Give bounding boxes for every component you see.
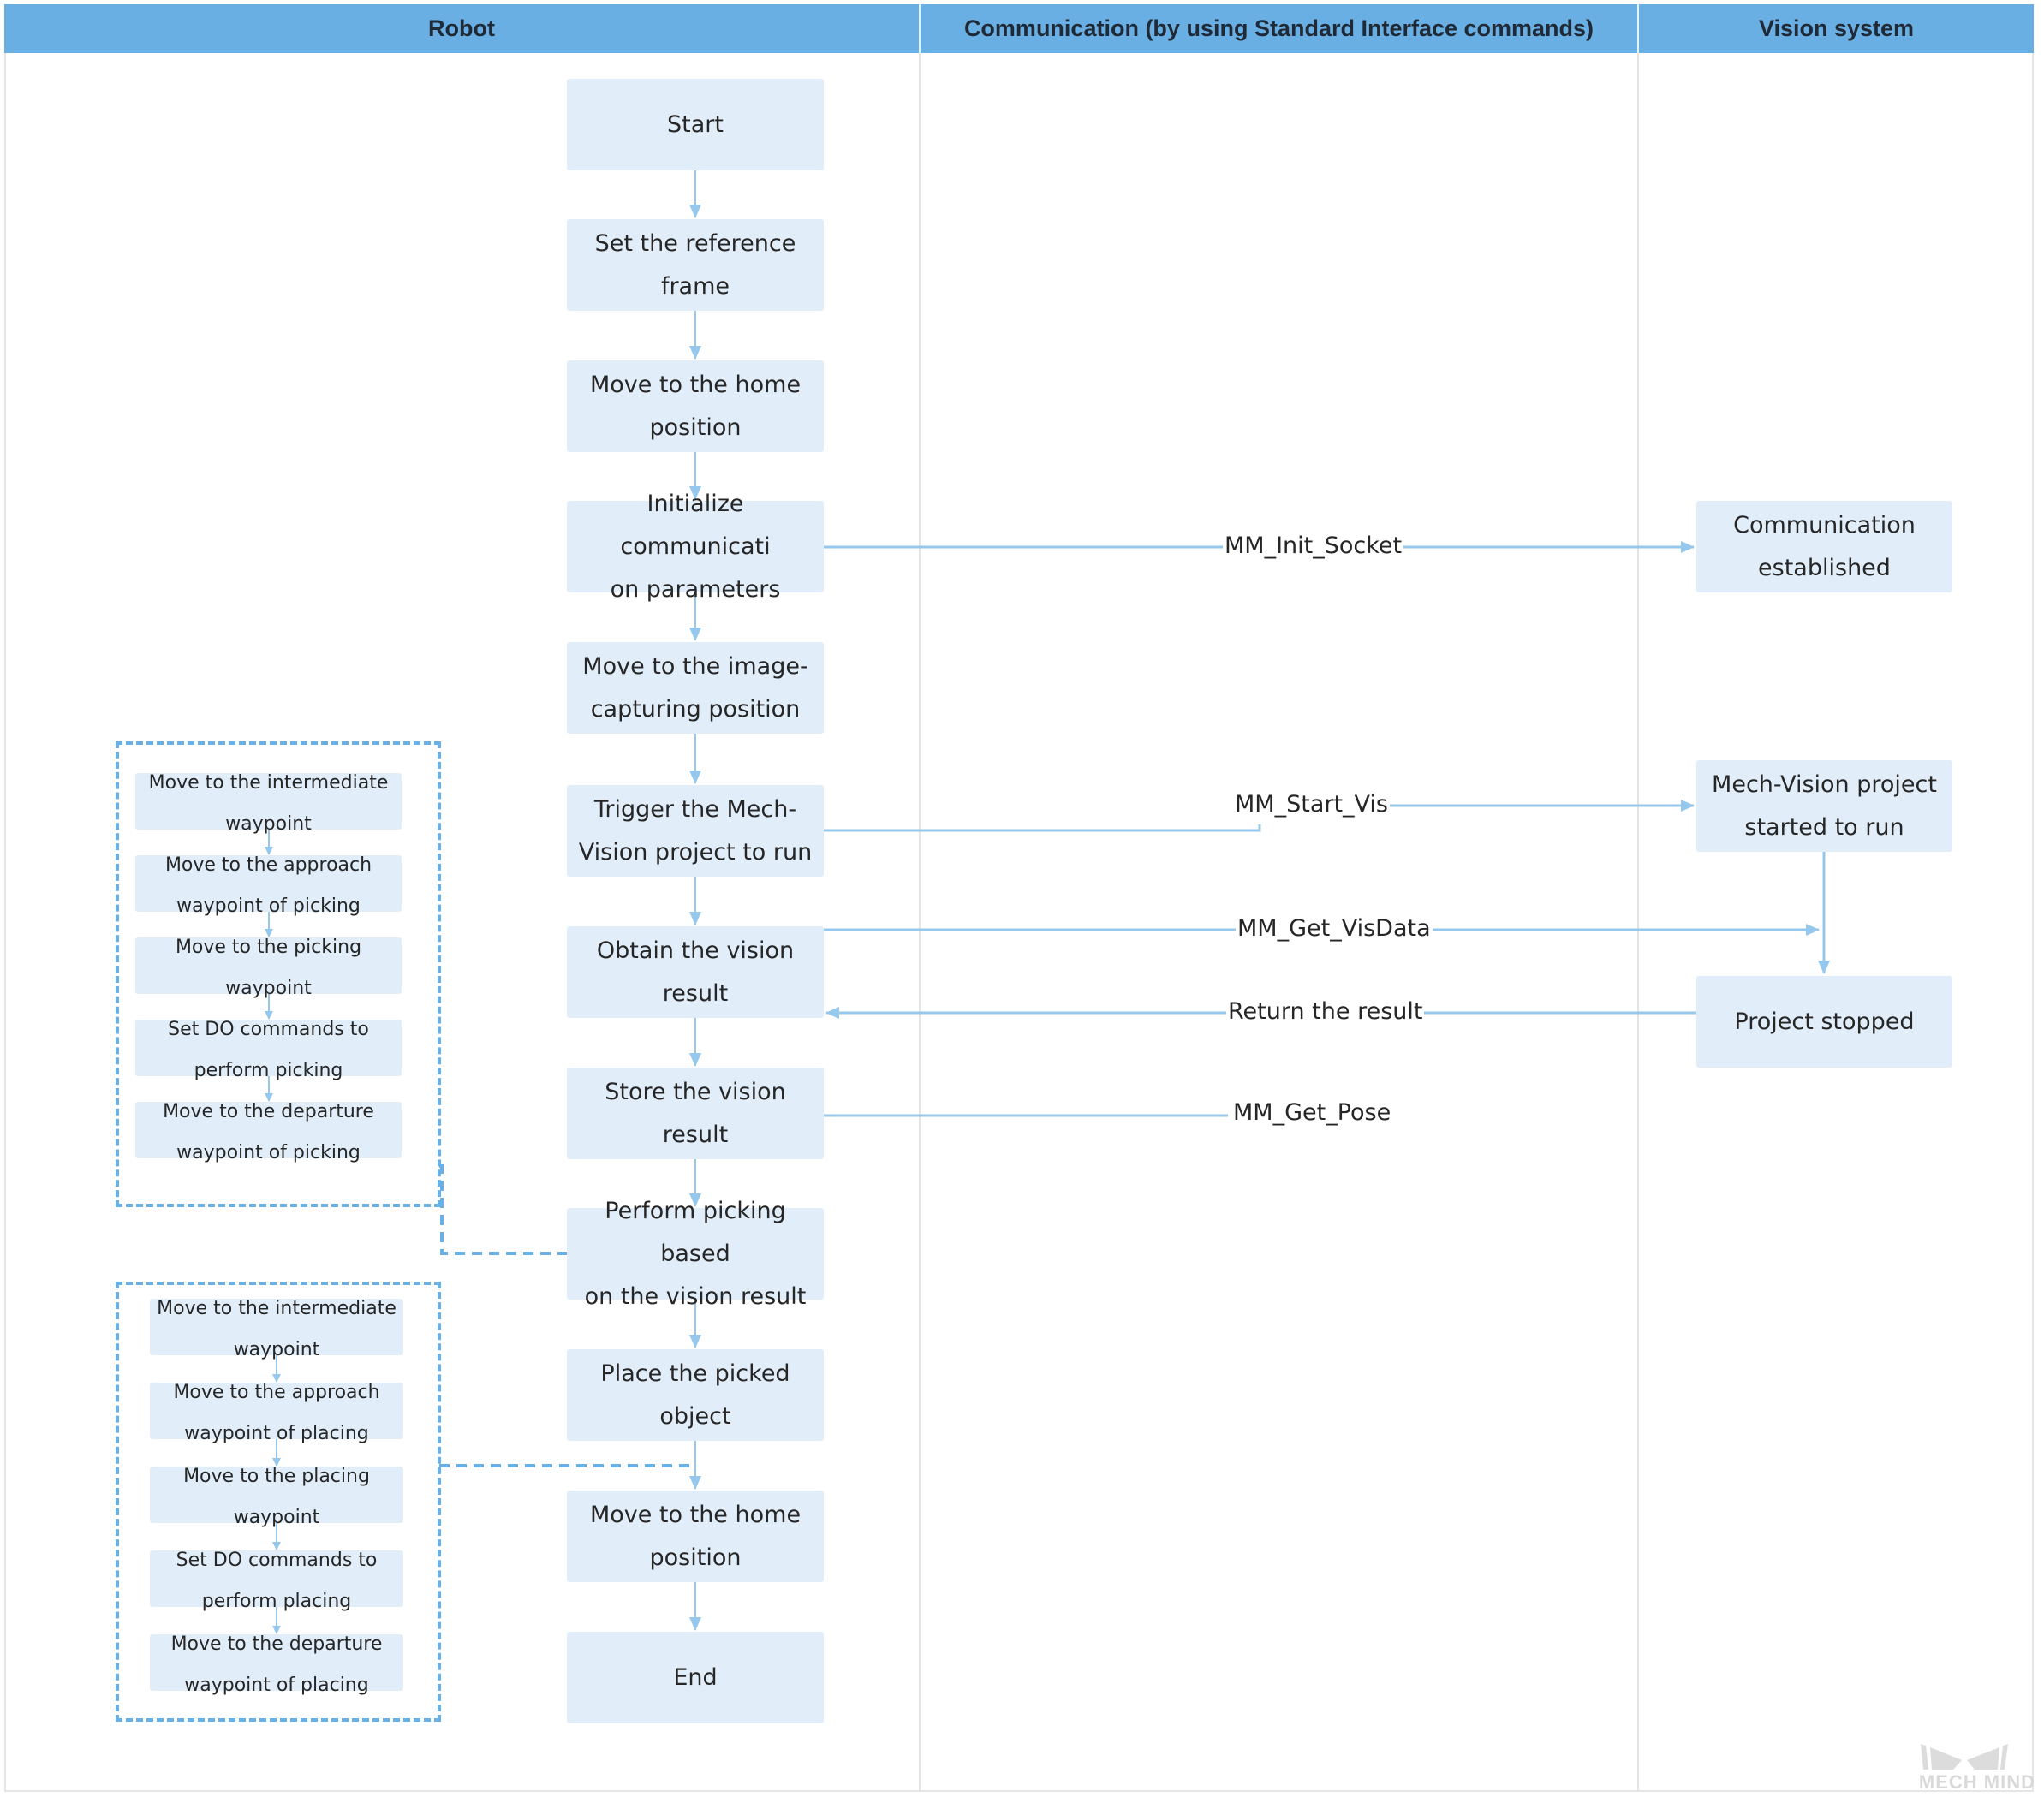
picking-substeps-group [116,741,441,1207]
substep-line: Move to the departure [170,1633,383,1655]
substep-line: Move to the picking [175,937,362,958]
robot-node-move-home-2: Move to the home position [567,1491,824,1582]
substep-line: Set DO commands to [168,1019,369,1040]
node-line: on the vision result [584,1282,807,1310]
lane-divider [919,4,921,1792]
robot-node-obtain-vision-result: Obtain the vision result [567,926,824,1018]
robot-node-set-reference-frame: Set the reference frame [567,219,824,311]
substep-line: Move to the intermediate [148,772,389,794]
header-divider [919,4,921,53]
substep-line: Move to the intermediate [157,1298,396,1319]
vision-node-project-started: Mech-Vision project started to run [1696,760,1952,852]
robot-node-place-picked-object: Place the picked object [567,1349,824,1441]
node-line: Move to the image- [582,652,808,680]
node-line: started to run [1744,813,1904,841]
substep-line: Set DO commands to [176,1550,378,1571]
node-line: object [659,1402,731,1430]
robot-node-perform-picking: Perform picking based on the vision resul… [567,1198,824,1310]
lane-header-vision-system: Vision system [1639,4,2034,53]
substep-line: waypoint [233,1507,320,1528]
command-label-mm-get-pose: MM_Get_Pose [1231,1099,1393,1127]
picking-substep: Move to the departure waypoint of picking [135,1101,402,1163]
robot-node-move-image-capturing: Move to the image-capturing position [567,642,824,734]
vision-node-communication-established: Communication established [1696,501,1952,592]
node-line: capturing position [590,695,801,723]
substep-line: perform placing [201,1591,352,1612]
node-line: Mech-Vision project [1712,771,1937,798]
substep-line: Move to the approach [164,854,372,876]
placing-substep: Move to the intermediate waypoint [150,1298,403,1360]
robot-node-init-communication: Initialize communicati on parameters [567,491,824,603]
node-line: Obtain the vision [596,937,795,964]
substep-line: waypoint [233,1339,320,1360]
node-line: Vision project to run [578,838,813,866]
lane-header-robot: Robot [4,4,919,53]
picking-substep: Move to the approach waypoint of picking [135,854,402,917]
substep-line: Move to the placing [183,1466,370,1487]
placing-substeps-group [116,1282,441,1722]
header-divider [1637,4,1639,53]
node-line: position [649,414,742,441]
robot-node-end: End [567,1632,824,1723]
placing-substep: Move to the departure waypoint of placing [150,1633,403,1696]
node-line: Start [667,110,724,138]
node-line: frame [660,272,730,300]
robot-node-start: Start [567,79,824,170]
substep-line: waypoint of picking [176,896,361,917]
substep-line: waypoint [225,978,312,999]
picking-substep: Move to the picking waypoint [135,937,402,999]
robot-node-store-vision-result: Store the vision result [567,1068,824,1159]
watermark-text: MECH MIND [1918,1771,2035,1793]
node-line: Perform picking based [605,1197,786,1267]
substep-line: Move to the approach [173,1382,380,1403]
node-line: End [673,1663,718,1691]
lane-divider [1637,4,1639,1792]
substep-line: waypoint of placing [184,1675,369,1696]
picking-substep: Move to the intermediate waypoint [135,772,402,835]
placing-substep: Set DO commands to perform placing [150,1550,403,1612]
picking-substep: Set DO commands to perform picking [135,1019,402,1081]
node-line: Move to the home [589,1501,802,1528]
node-line: Communication [1733,511,1916,539]
lane-header-communication: Communication (by using Standard Interfa… [921,4,1637,53]
substep-line: waypoint of placing [184,1423,369,1444]
node-line: Place the picked [600,1360,790,1387]
node-line: result [662,979,729,1007]
command-label-mm-get-visdata: MM_Get_VisData [1236,915,1433,943]
node-line: Trigger the Mech- [593,795,797,823]
node-line: Store the vision result [605,1078,786,1148]
node-line: established [1758,554,1891,581]
node-line: on parameters [610,575,781,603]
substep-line: waypoint [225,813,312,835]
robot-node-trigger-mech-vision: Trigger the Mech- Vision project to run [567,785,824,877]
robot-node-move-home: Move to the home position [567,360,824,452]
placing-substep: Move to the placing waypoint [150,1466,403,1528]
placing-substep: Move to the approach waypoint of placing [150,1382,403,1444]
substep-line: Move to the departure [163,1101,374,1122]
mech-mind-logo-icon [1921,1744,2008,1770]
node-line: Initialize communicati [620,490,771,560]
substep-line: waypoint of picking [176,1142,361,1163]
vision-node-project-stopped: Project stopped [1696,976,1952,1068]
node-line: position [649,1544,742,1571]
command-label-mm-start-vis: MM_Start_Vis [1233,791,1390,818]
node-line: Move to the home [589,371,802,398]
node-line: Set the reference [594,229,796,257]
command-label-return-result: Return the result [1226,998,1425,1026]
node-line: Project stopped [1734,1008,1915,1035]
command-label-mm-init-socket: MM_Init_Socket [1223,533,1404,560]
substep-line: perform picking [194,1060,343,1081]
